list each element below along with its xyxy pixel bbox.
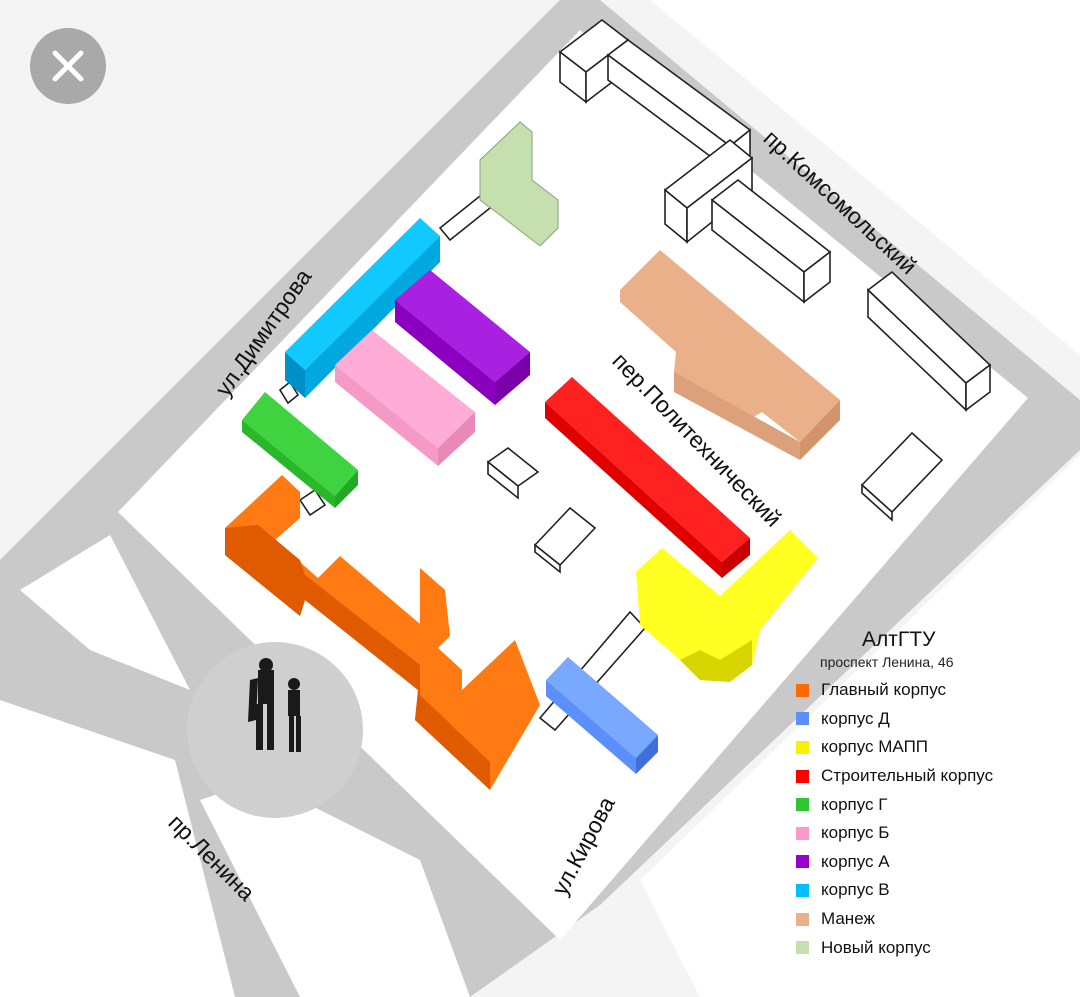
- block-bottom-right: [640, 455, 1080, 997]
- legend-label: Новый корпус: [821, 937, 931, 957]
- legend-subtitle: проспект Ленина, 46: [820, 654, 954, 670]
- close-icon: [52, 50, 84, 82]
- legend-label: корпус Б: [821, 823, 890, 843]
- legend-items: Главный корпус корпус Д корпус МАПП Стро…: [796, 676, 1066, 962]
- legend-label: корпус Г: [821, 794, 888, 814]
- building-mapp: [636, 530, 818, 682]
- legend-swatch: [796, 826, 809, 840]
- building-b: [335, 330, 475, 466]
- legend-swatch: [796, 883, 809, 897]
- legend-swatch: [796, 798, 809, 812]
- legend-label: Главный корпус: [821, 680, 947, 700]
- legend-label: корпус Д: [821, 708, 890, 728]
- legend-swatch: [796, 769, 809, 783]
- building-d: [546, 657, 658, 774]
- building-novy: [479, 121, 559, 247]
- legend-swatch: [796, 712, 809, 726]
- block-bottom-middle: [200, 780, 470, 997]
- legend-title: АлтГТУ: [862, 628, 936, 651]
- building-v: [285, 218, 440, 398]
- roundabout: [187, 642, 363, 818]
- legend-item-mapp: корпус МАПП: [796, 733, 1066, 762]
- legend-swatch: [796, 683, 809, 697]
- legend-item-a: корпус А: [796, 848, 1066, 877]
- block-top-right: [650, 0, 1080, 355]
- close-button[interactable]: [30, 28, 106, 104]
- building-g: [242, 392, 358, 508]
- legend-item-glavny: Главный корпус: [796, 676, 1066, 705]
- building-a: [395, 270, 530, 405]
- legend-item-g: корпус Г: [796, 790, 1066, 819]
- statue-icon: [248, 658, 301, 752]
- legend-label: Манеж: [821, 909, 875, 929]
- legend-item-b: корпус Б: [796, 819, 1066, 848]
- legend-item-novy: Новый корпус: [796, 933, 1066, 962]
- legend-item-manezh: Манеж: [796, 905, 1066, 934]
- outline-buildings: [278, 18, 992, 732]
- legend-item-d: корпус Д: [796, 705, 1066, 734]
- legend-swatch: [796, 941, 809, 955]
- legend-swatch: [796, 855, 809, 869]
- building-glavny: [225, 475, 540, 790]
- legend-swatch: [796, 740, 809, 754]
- building-stroitelny: [545, 377, 750, 578]
- legend-swatch: [796, 912, 809, 926]
- legend-item-stroitelny: Строительный корпус: [796, 762, 1066, 791]
- building-manezh: [620, 250, 840, 460]
- legend-label: Строительный корпус: [821, 766, 994, 786]
- legend-item-v: корпус В: [796, 876, 1066, 905]
- map-legend: АлтГТУ проспект Ленина, 46 Главный корпу…: [796, 628, 1066, 962]
- legend-label: корпус А: [821, 851, 890, 871]
- block-left: [20, 535, 190, 690]
- legend-label: корпус МАПП: [821, 737, 929, 757]
- block-bottom-left: [0, 700, 235, 997]
- legend-label: корпус В: [821, 880, 890, 900]
